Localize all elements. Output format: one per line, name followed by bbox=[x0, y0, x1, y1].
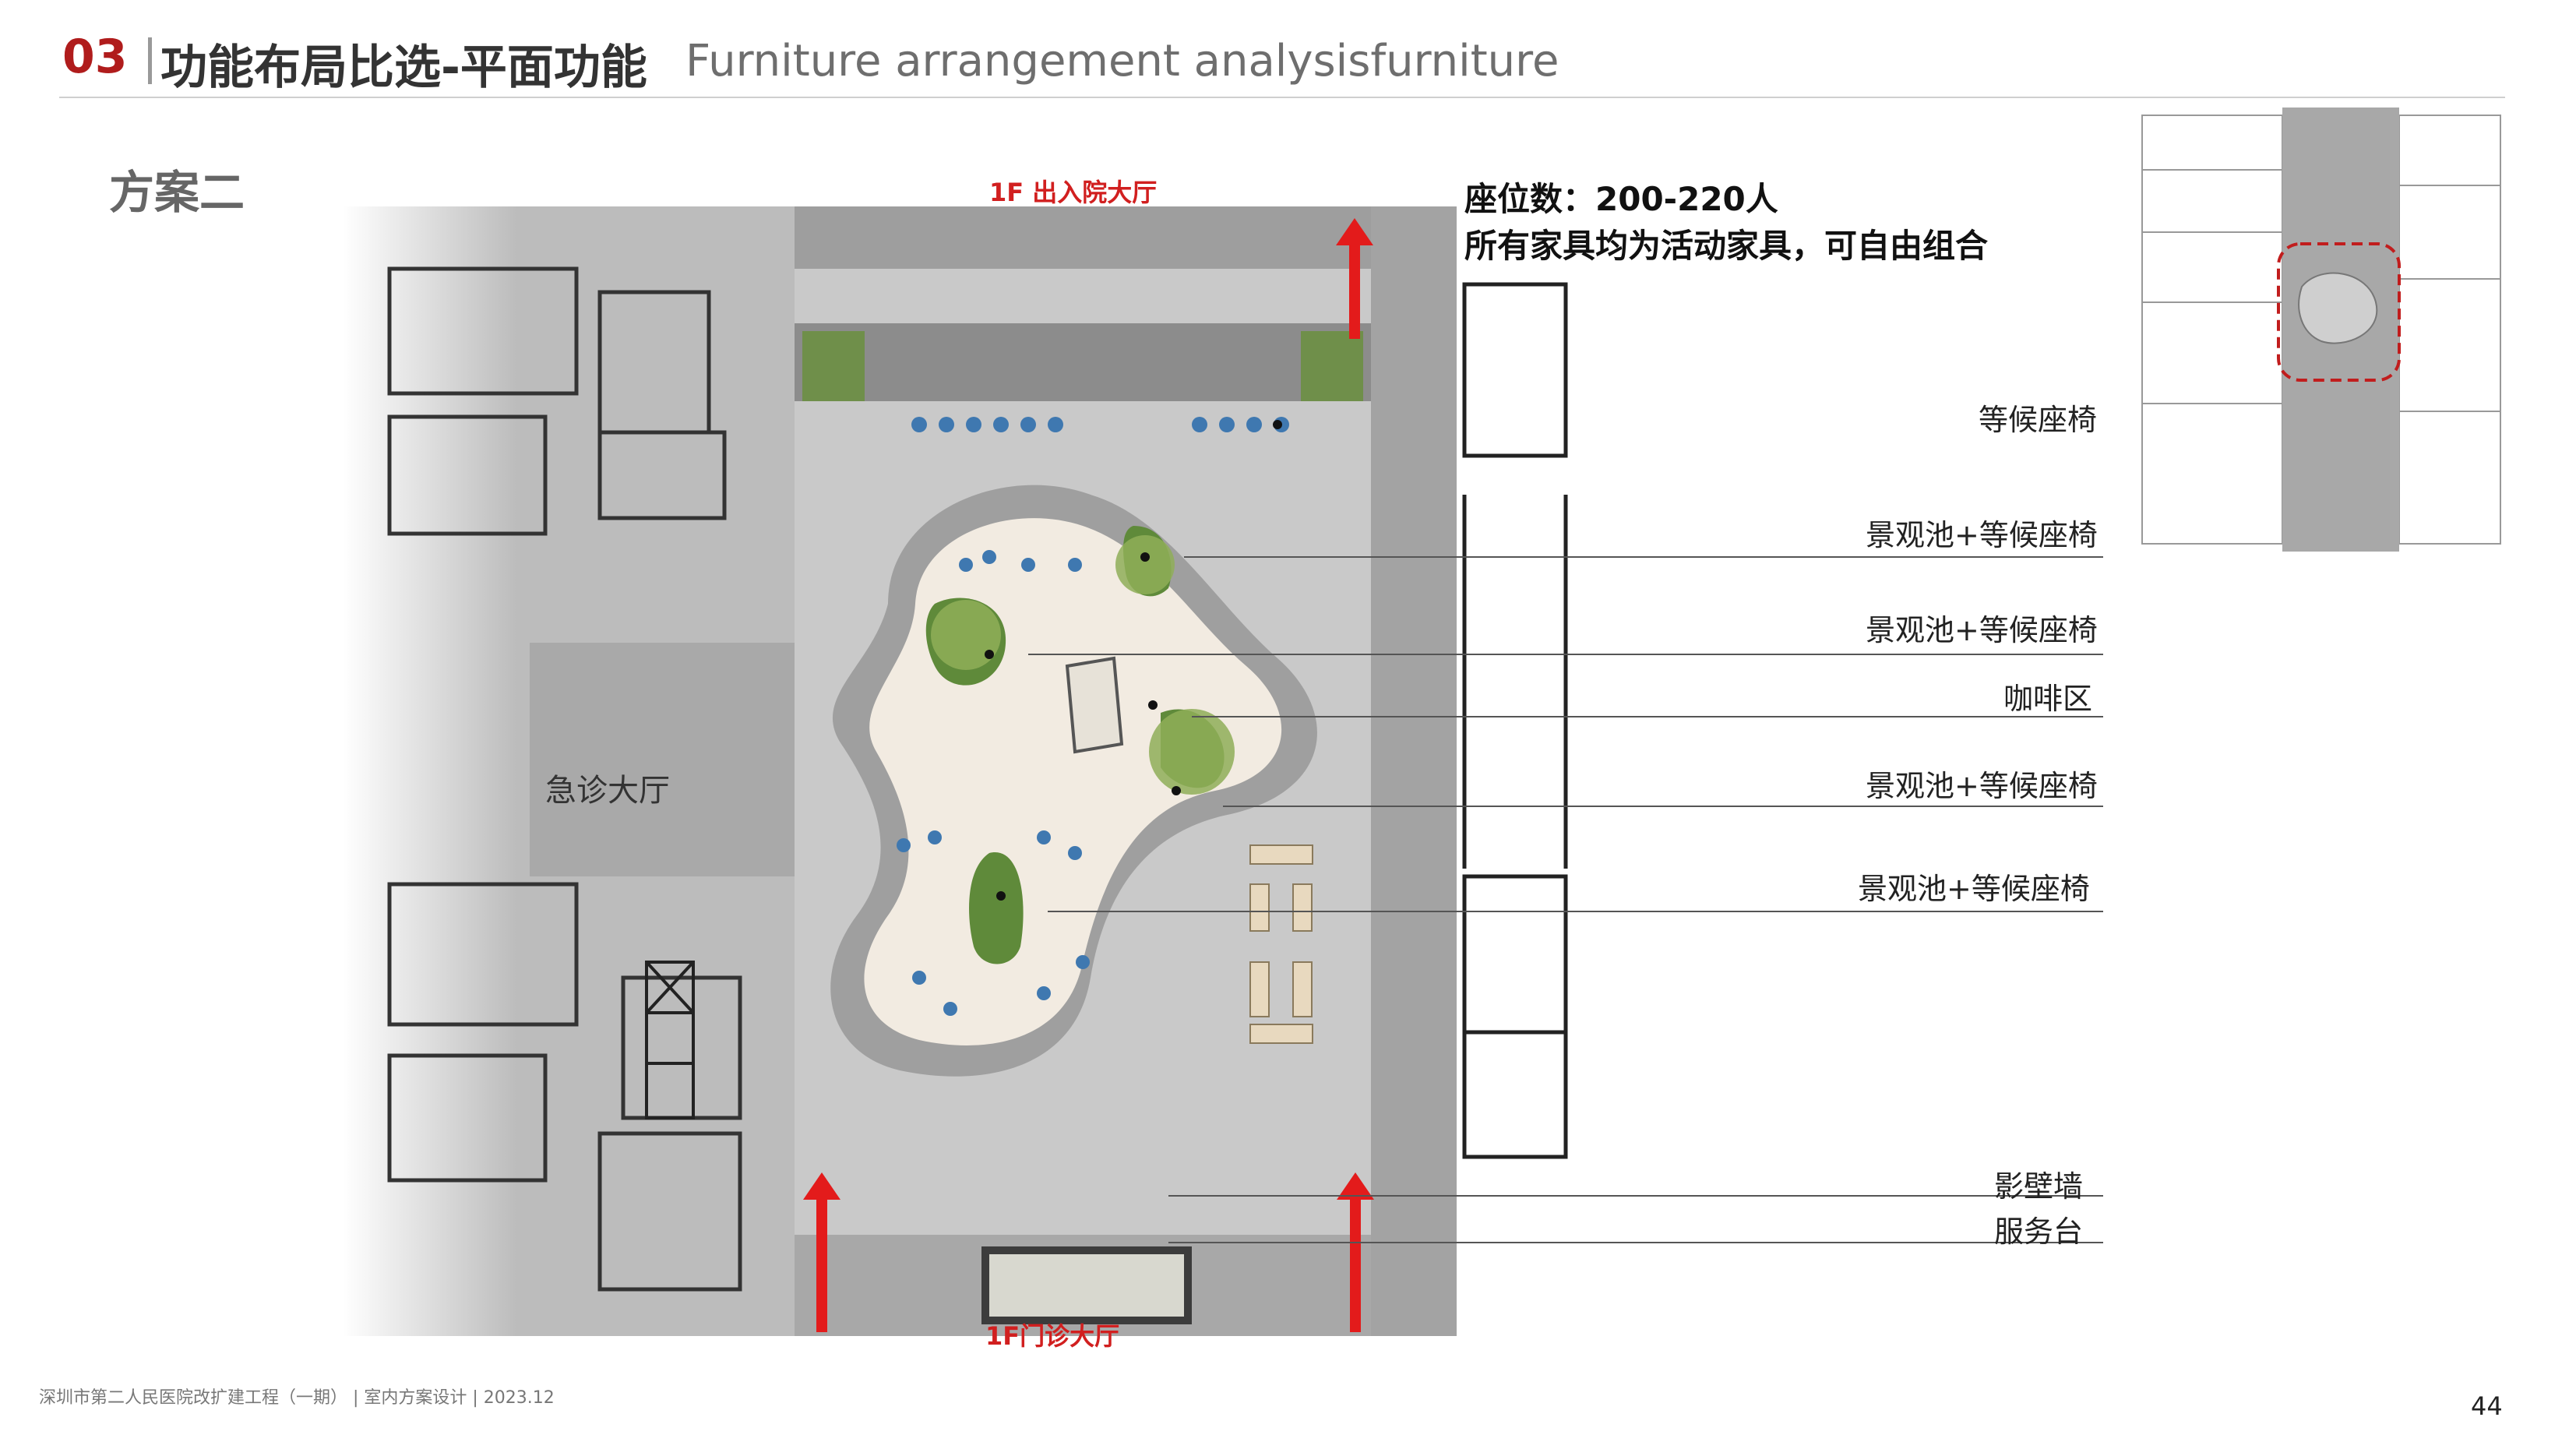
scheme-label: 方案二 bbox=[109, 166, 245, 219]
key-plan-thumbnail bbox=[2134, 108, 2508, 552]
header-divider bbox=[148, 37, 152, 84]
bottom-entrance-label: 1F门诊大厅 bbox=[985, 1321, 1120, 1351]
page-title: 功能布局比选-平面功能 bbox=[160, 41, 647, 95]
annotation-label: 景观池+等候座椅 bbox=[1866, 518, 2098, 552]
annotation-label: 景观池+等候座椅 bbox=[1866, 769, 2098, 803]
annotation-label: 服务台 bbox=[1994, 1215, 2084, 1249]
top-entrance-label: 1F 出入院大厅 bbox=[989, 178, 1158, 207]
emergency-hall-label: 急诊大厅 bbox=[545, 773, 670, 809]
header-rule bbox=[59, 97, 2505, 98]
floor-plan bbox=[343, 199, 1568, 1352]
annotation-label: 咖啡区 bbox=[2003, 682, 2093, 716]
annotation-label: 等候座椅 bbox=[1979, 403, 2098, 437]
page-subtitle: Furniture arrangement analysisfurniture bbox=[685, 36, 1559, 86]
movable-furniture-note: 所有家具均为活动家具，可自由组合 bbox=[1464, 227, 1989, 265]
annotation-label: 景观池+等候座椅 bbox=[1858, 872, 2090, 906]
seat-count-note: 座位数：200-220人 bbox=[1464, 180, 1778, 218]
footer-text: 深圳市第二人民医院改扩建工程（一期） | 室内方案设计 | 2023.12 bbox=[39, 1388, 555, 1408]
annotation-label: 影壁墙 bbox=[1994, 1169, 2084, 1204]
annotation-lines bbox=[1028, 556, 2103, 1243]
section-number: 03 bbox=[62, 30, 128, 84]
annotation-label: 景观池+等候座椅 bbox=[1866, 613, 2098, 647]
page-number: 44 bbox=[2471, 1391, 2503, 1421]
